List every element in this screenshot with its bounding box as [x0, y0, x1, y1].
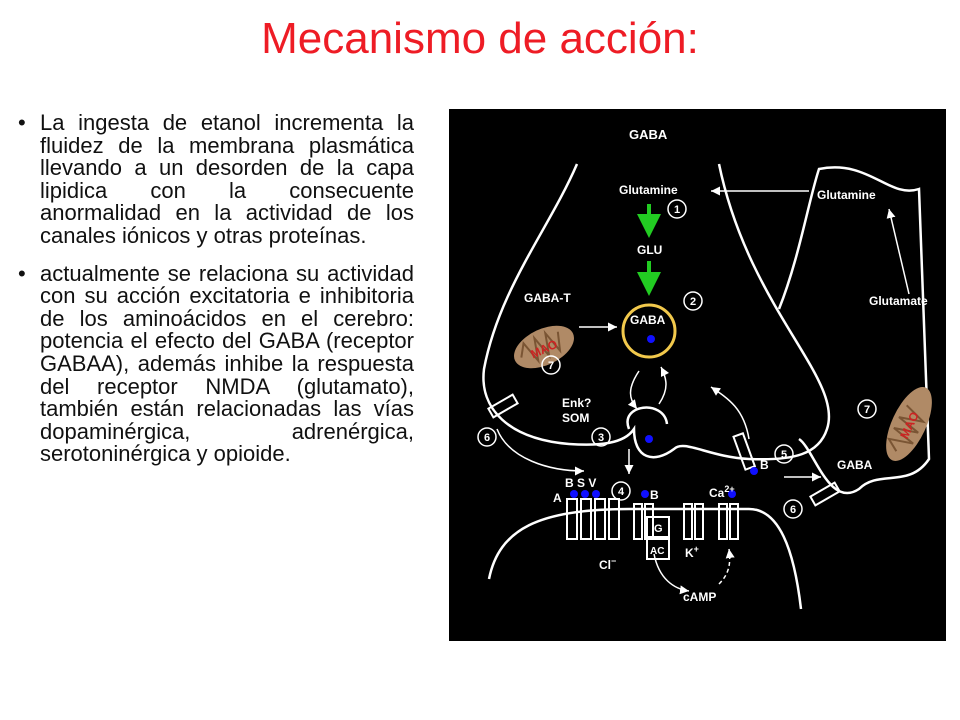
left-transporter — [487, 393, 519, 419]
step-number: 4 — [618, 486, 625, 498]
step-number: 2 — [690, 296, 696, 308]
bsv-label: B S V — [565, 476, 596, 490]
vesicle-return-arrow — [658, 366, 670, 405]
reuptake-arrow — [710, 386, 750, 440]
enk-label: Enk? — [562, 396, 591, 410]
camp-k-arrow — [718, 548, 735, 585]
g-protein — [646, 516, 670, 538]
receptor-dot — [570, 490, 578, 498]
g-label: G — [654, 523, 663, 535]
step-number: 5 — [781, 449, 787, 461]
postsynaptic-membrane — [487, 507, 803, 610]
gaba-vesicle — [621, 303, 677, 359]
glutamate-label: Glutamate — [869, 294, 928, 308]
diagram-svg: MAO MAO GABA Glutamine GLU GABA GABA-T G… — [477, 127, 932, 610]
gaba-a-receptor — [566, 498, 620, 540]
glutamine-right-label: Glutamine — [817, 188, 876, 202]
step-number: 3 — [598, 432, 604, 444]
receptor-dot — [728, 490, 736, 498]
receptor-dot — [581, 490, 589, 498]
glial-uptake-arrow — [496, 428, 585, 476]
adenylyl-cyclase — [646, 538, 670, 560]
step-markers — [477, 199, 877, 519]
synaptic-fold — [626, 406, 669, 430]
receptor-dot — [592, 490, 600, 498]
gaba-t-label: GABA-T — [524, 291, 571, 305]
a-label: A — [553, 491, 562, 505]
gaba-top-label: GABA — [629, 127, 668, 142]
gaba-glia-label: GABA — [837, 458, 873, 472]
glutamate-to-glutamine-arrow — [886, 208, 910, 295]
som-label: SOM — [562, 411, 589, 425]
bullet-item: actualmente se relaciona su actividad co… — [18, 262, 414, 466]
slide-title: Mecanismo de acción: — [261, 14, 699, 63]
gaba-synapse-diagram: MAO MAO GABA Glutamine GLU GABA GABA-T G… — [449, 109, 946, 641]
b-right-label: B — [760, 458, 769, 472]
mitochondrion-left: MAO — [514, 325, 574, 369]
step-number: 6 — [790, 504, 796, 516]
cleft-dot — [645, 435, 653, 443]
cl-label: Cl− — [599, 556, 616, 572]
receptor-dot — [641, 490, 649, 498]
vesicle-dot — [647, 335, 655, 343]
ac-label: AC — [650, 546, 664, 557]
presynaptic-membrane — [482, 163, 831, 461]
camp-label: cAMP — [683, 590, 716, 604]
mitochondrion-right: MAO — [886, 387, 932, 461]
ca-label: Ca2+ — [709, 484, 735, 500]
gaba-vesicle-label: GABA — [630, 313, 666, 327]
presynaptic-transporter — [732, 432, 757, 471]
glutamine-left-label: Glutamine — [619, 183, 678, 197]
k-label: K+ — [685, 544, 699, 560]
bullet-list: La ingesta de etanol incrementa la fluid… — [18, 111, 414, 481]
receptor-dot — [750, 467, 758, 475]
vesicle-release-arrow — [627, 370, 640, 410]
b-mid-label: B — [650, 488, 659, 502]
step-number: 7 — [548, 360, 554, 372]
step-number: 6 — [484, 432, 490, 444]
bullet-item: La ingesta de etanol incrementa la fluid… — [18, 111, 414, 248]
step-number: 1 — [674, 204, 680, 216]
step-number: 7 — [864, 404, 870, 416]
glial-transporter — [809, 481, 841, 507]
glu-label: GLU — [637, 243, 662, 257]
